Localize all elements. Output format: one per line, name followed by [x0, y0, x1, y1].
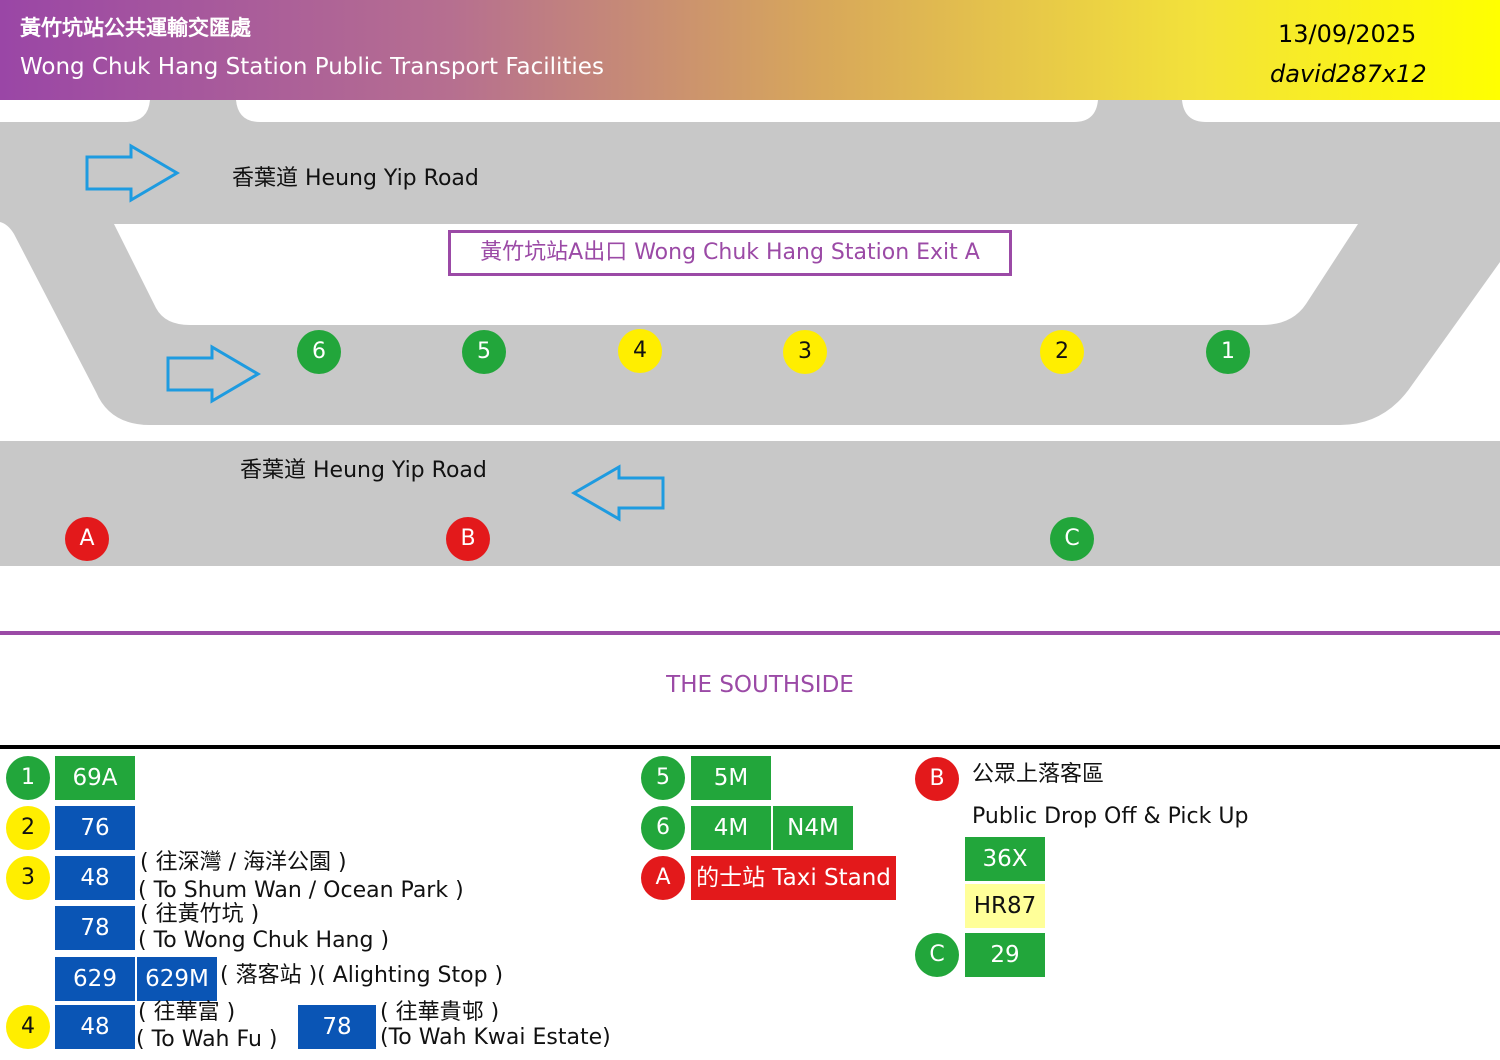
building-label: THE SOUTHSIDE — [666, 672, 854, 698]
bay-stop-6[interactable]: 6 — [297, 330, 341, 374]
route-badge[interactable]: 629 — [55, 957, 135, 1001]
arrow-right-icon — [85, 143, 180, 203]
legend-stop-5: 5 — [641, 756, 685, 800]
route-note-en: ( To Wong Chuk Hang ) — [138, 928, 390, 953]
legend-stop-c: C — [915, 933, 959, 977]
legend-divider — [0, 745, 1500, 749]
bay-stop-3[interactable]: 3 — [783, 330, 827, 374]
top-road-notch-middle — [236, 100, 1098, 122]
route-badge[interactable]: 78 — [298, 1005, 376, 1049]
route-badge[interactable]: N4M — [773, 806, 853, 850]
date-label: 13/09/2025 — [1278, 20, 1417, 48]
road-map — [0, 100, 1500, 566]
route-badge[interactable]: 4M — [691, 806, 771, 850]
road-label-bottom: 香葉道 Heung Yip Road — [240, 458, 487, 483]
boundary-line — [0, 631, 1500, 635]
route-badge[interactable]: 5M — [691, 756, 771, 800]
arrow-left-icon — [571, 464, 665, 522]
legend-stop-2: 2 — [6, 806, 50, 850]
drop-off-label-en: Public Drop Off & Pick Up — [972, 804, 1249, 829]
bay-stop-5[interactable]: 5 — [462, 330, 506, 374]
route-note-zh: ( 往華富 ) — [138, 1000, 236, 1025]
route-badge[interactable]: 69A — [55, 756, 135, 800]
header-banner — [0, 0, 1500, 100]
legend-stop-a: A — [641, 856, 685, 900]
arrow-right-icon — [166, 344, 261, 404]
author-label: david287x12 — [1270, 60, 1427, 88]
top-road — [0, 100, 1500, 222]
route-badge[interactable]: HR87 — [965, 884, 1045, 928]
route-badge[interactable]: 629M — [137, 957, 217, 1001]
taxi-stand-label[interactable]: 的士站 Taxi Stand — [691, 856, 896, 900]
station-exit-label: 黃竹坑站A出口 Wong Chuk Hang Station Exit A — [448, 230, 1012, 276]
title-english: Wong Chuk Hang Station Public Transport … — [20, 54, 604, 80]
bay-stop-4[interactable]: 4 — [618, 329, 662, 373]
street-stop-b[interactable]: B — [446, 517, 490, 561]
route-badge[interactable]: 76 — [55, 806, 135, 850]
street-stop-c[interactable]: C — [1050, 517, 1094, 561]
title-chinese: 黃竹坑站公共運輸交匯處 — [20, 16, 251, 40]
bay-stop-1[interactable]: 1 — [1206, 330, 1250, 374]
route-note-en: ( To Wah Fu ) — [136, 1027, 278, 1052]
route-badge[interactable]: 48 — [55, 856, 135, 900]
route-note-en: ( To Shum Wan / Ocean Park ) — [138, 878, 464, 903]
route-badge[interactable]: 29 — [965, 933, 1045, 977]
drop-off-label-zh: 公眾上落客區 — [972, 762, 1105, 787]
road-label-top: 香葉道 Heung Yip Road — [232, 166, 479, 191]
route-note-en: (To Wah Kwai Estate) — [380, 1025, 611, 1050]
bay-stop-2[interactable]: 2 — [1040, 330, 1084, 374]
route-badge[interactable]: 48 — [55, 1005, 135, 1049]
bottom-road — [0, 441, 1500, 566]
top-road-notch-left — [0, 100, 150, 122]
legend-stop-4: 4 — [6, 1005, 50, 1049]
street-stop-a[interactable]: A — [65, 517, 109, 561]
route-badge[interactable]: 36X — [965, 837, 1045, 881]
legend-stop-b: B — [915, 757, 959, 801]
top-road-notch-right — [1182, 100, 1500, 122]
legend-stop-1: 1 — [6, 756, 50, 800]
route-note: ( 落客站 )( Alighting Stop ) — [220, 963, 504, 988]
route-note-zh: ( 往深灣 / 海洋公園 ) — [140, 850, 347, 875]
route-note-zh: ( 往華貴邨 ) — [380, 1000, 500, 1025]
route-note-zh: ( 往黃竹坑 ) — [140, 902, 260, 927]
legend-stop-6: 6 — [641, 806, 685, 850]
route-badge[interactable]: 78 — [55, 906, 135, 950]
legend-stop-3: 3 — [6, 856, 50, 900]
